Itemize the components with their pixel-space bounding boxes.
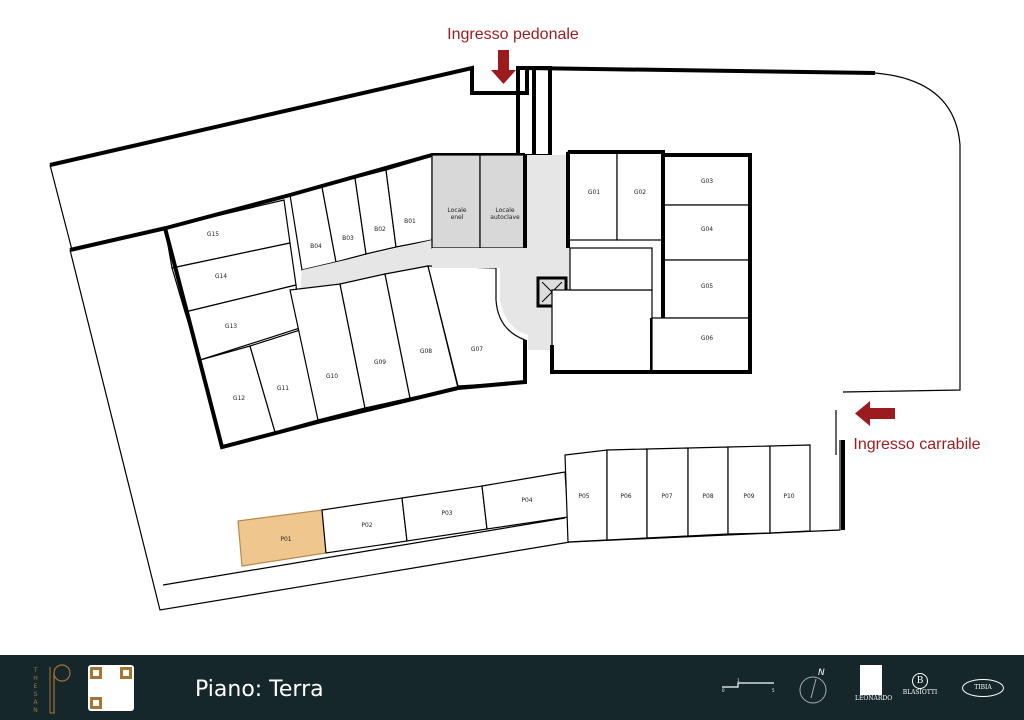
parking-spaces: P01 P02 P03 P04 P05 P06 P07 P08 P09 P10 [237, 444, 811, 567]
label-b01: B01 [404, 218, 416, 225]
scale-bar: 0 1 5 [722, 678, 775, 693]
label-p07: P07 [661, 493, 672, 500]
storage-rooms: B04 B03 B02 B01 [289, 155, 433, 271]
north-label: N [818, 668, 825, 678]
label-g02: G02 [634, 189, 646, 196]
floor-plan: B04 B03 B02 B01 G15 G14 G13 G12 G11 G10 … [49, 26, 981, 611]
label-locale-autoclave-2: autoclave [490, 214, 520, 221]
label-g12: G12 [233, 395, 245, 402]
logo-blasiotti-text: BLASIOTTI [902, 689, 938, 696]
label-locale-autoclave-1: Locale [495, 207, 515, 214]
label-b04: B04 [310, 243, 322, 250]
arrow-down-icon [491, 50, 516, 84]
room-east-lobby [551, 289, 653, 373]
wall [69, 226, 167, 252]
label-g08: G08 [420, 348, 432, 355]
logo-leonardo-text: LEONARDO [855, 695, 893, 702]
corridor [300, 240, 432, 292]
floor-label: Piano: Terra [195, 677, 324, 702]
logo-leonardo: LEONARDO [855, 665, 893, 709]
parking-p09[interactable] [727, 445, 771, 535]
room-locale-enel[interactable] [431, 154, 481, 249]
site-boundary [162, 517, 566, 586]
site-boundary-curve [842, 72, 961, 393]
arrow-left-icon [855, 401, 895, 426]
label-p09: P09 [743, 493, 754, 500]
footer: THESAN Piano: Terra 0 1 5 N LEONARDO B B… [0, 655, 1024, 720]
garages-east: G01 G02 G03 G04 G05 G06 [566, 150, 752, 374]
label-g04: G04 [701, 226, 713, 233]
logo-tibia-text: TIBIA [974, 684, 992, 691]
label-b03: B03 [342, 235, 354, 242]
label-p05: P05 [578, 493, 589, 500]
label-g11: G11 [277, 385, 289, 392]
wall [566, 150, 752, 374]
label-p04: P04 [521, 497, 532, 504]
label-pedestrian-entrance: Ingresso pedonale [447, 26, 579, 43]
label-p03: P03 [441, 510, 452, 517]
garage-g01[interactable] [567, 151, 618, 241]
wall [163, 227, 527, 450]
label-p01: P01 [280, 536, 291, 543]
label-p02: P02 [361, 522, 372, 529]
label-g09: G09 [374, 359, 386, 366]
brand-name: THESAN [33, 667, 38, 714]
central-core: Locale enel Locale autoclave [431, 154, 654, 374]
garage-g06[interactable] [651, 317, 751, 373]
label-g06: G06 [701, 335, 713, 342]
label-vehicle-entrance: Ingresso carrabile [853, 436, 980, 453]
scale-mid: 1 [737, 678, 740, 683]
label-g14: G14 [215, 273, 227, 280]
label-g13: G13 [225, 323, 237, 330]
logo-blasiotti: B BLASIOTTI [900, 673, 940, 717]
stair-hall [432, 248, 570, 350]
garage-g02[interactable] [616, 151, 664, 241]
label-g10: G10 [326, 373, 338, 380]
parking-p08[interactable] [687, 446, 729, 537]
label-g01: G01 [588, 189, 600, 196]
room-services [569, 247, 653, 291]
site-boundary [69, 249, 571, 611]
site-boundary [49, 65, 876, 167]
garage-g05[interactable] [662, 259, 751, 319]
qr-code[interactable] [88, 665, 134, 711]
label-p08: P08 [702, 493, 713, 500]
label-locale-enel-2: enel [451, 214, 464, 221]
label-g05: G05 [701, 283, 713, 290]
logo-tibia: TIBIA [962, 679, 1004, 697]
site-boundary [569, 440, 841, 543]
label-b02: B02 [374, 226, 386, 233]
north-arrow-icon: N [799, 668, 827, 704]
garage-g04[interactable] [662, 204, 751, 261]
label-p06: P06 [620, 493, 631, 500]
brand-logo [49, 664, 71, 714]
label-locale-enel-1: Locale [447, 207, 467, 214]
scale-start: 0 [722, 688, 725, 693]
label-p10: P10 [783, 493, 794, 500]
garage-g03[interactable] [662, 154, 751, 206]
scale-end: 5 [772, 688, 775, 693]
label-g07: G07 [471, 346, 483, 353]
label-g03: G03 [701, 178, 713, 185]
stairs [525, 155, 570, 248]
parking-p10[interactable] [769, 444, 811, 534]
room-locale-autoclave[interactable] [479, 154, 526, 249]
site-boundary [49, 164, 73, 251]
label-g15: G15 [207, 231, 219, 238]
